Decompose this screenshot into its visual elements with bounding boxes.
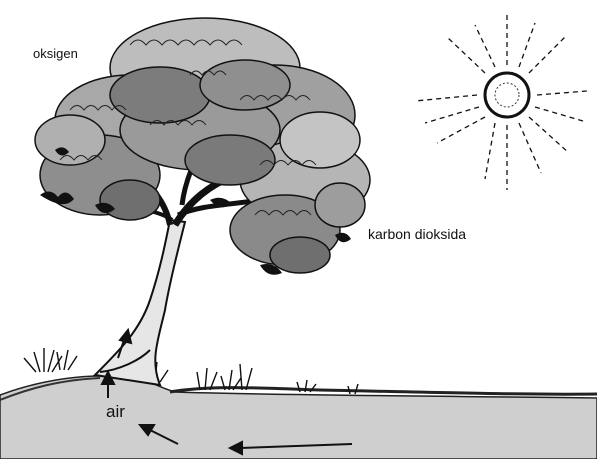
water-label: air: [106, 402, 125, 422]
sun-icon: [415, 15, 587, 190]
tree-canopy: [35, 18, 370, 273]
carbon-dioxide-label: karbon dioksida: [368, 226, 466, 242]
oxygen-label: oksigen: [33, 46, 78, 61]
